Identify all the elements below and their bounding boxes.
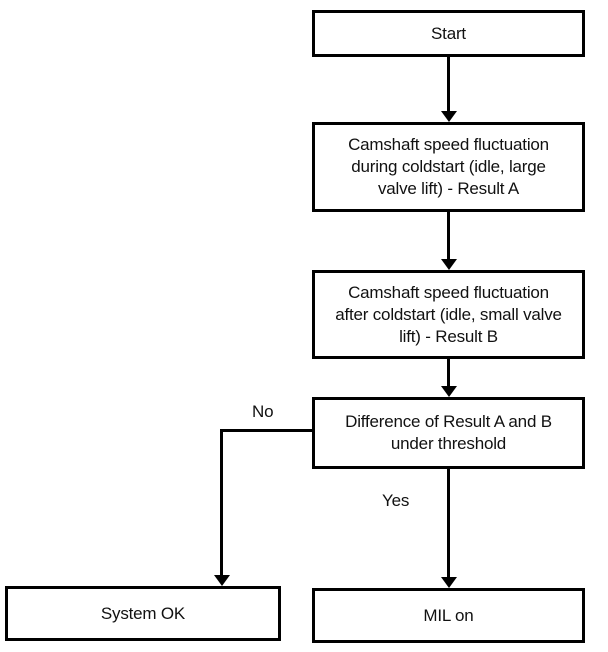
- node-system-ok: System OK: [5, 586, 281, 641]
- edge-label-no: No: [252, 402, 274, 422]
- node-start: Start: [312, 10, 585, 57]
- node-result-a: Camshaft speed fluctuation during coldst…: [312, 122, 585, 212]
- connector-decision-to-mil-on: [447, 469, 450, 577]
- connector-result-b-to-decision: [447, 359, 450, 387]
- node-result-b-label: Camshaft speed fluctuation after coldsta…: [335, 282, 562, 346]
- connector-no-vertical: [220, 429, 223, 576]
- node-decision-label: Difference of Result A and B under thres…: [345, 412, 552, 453]
- arrowhead-decision-icon: [441, 386, 457, 397]
- node-decision: Difference of Result A and B under thres…: [312, 397, 585, 469]
- edge-label-yes: Yes: [382, 491, 410, 511]
- node-result-b: Camshaft speed fluctuation after coldsta…: [312, 270, 585, 359]
- node-result-a-label: Camshaft speed fluctuation during coldst…: [348, 135, 549, 198]
- connector-no-horizontal: [220, 429, 312, 432]
- arrowhead-system-ok-icon: [214, 575, 230, 586]
- node-mil-on-label: MIL on: [423, 605, 474, 625]
- node-system-ok-label: System OK: [100, 603, 186, 623]
- arrowhead-mil-on-icon: [441, 577, 457, 588]
- connector-result-a-to-result-b: [447, 212, 450, 259]
- arrowhead-result-a-icon: [441, 111, 457, 122]
- node-start-label: Start: [431, 23, 466, 43]
- node-mil-on: MIL on: [312, 588, 585, 643]
- connector-start-to-result-a: [447, 57, 450, 112]
- arrowhead-result-b-icon: [441, 259, 457, 270]
